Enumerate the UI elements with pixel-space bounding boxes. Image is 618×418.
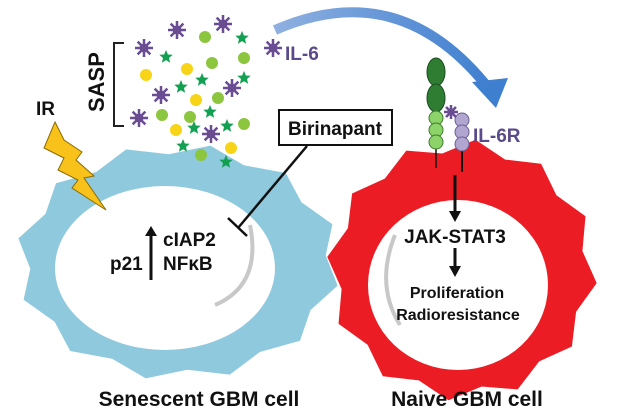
naive-nucleus <box>368 200 548 370</box>
cytokine-dot-green <box>212 92 224 104</box>
il6-transfer-arrow <box>272 7 494 94</box>
sasp-particles <box>130 15 282 168</box>
il6-particle-icon <box>264 39 282 57</box>
il6r-label: IL-6R <box>473 126 521 147</box>
cytokine-star-icon <box>235 31 249 44</box>
inhibition-line <box>237 145 308 229</box>
p21-label: p21 <box>110 254 143 275</box>
radioresistance-label: Radioresistance <box>396 307 520 324</box>
cytokine-star-icon <box>159 50 173 63</box>
cytokine-dot-yellow <box>170 124 182 136</box>
il6-label: IL-6 <box>285 44 319 65</box>
il6-particle-icon <box>130 109 148 127</box>
signal-arrowhead-1 <box>449 211 461 222</box>
cytokine-dot-green <box>156 109 168 121</box>
cytokine-star-icon <box>219 155 233 168</box>
bound-il6-icon <box>444 105 458 119</box>
il6-particle-icon <box>444 105 458 119</box>
cytokine-dot-yellow <box>225 142 237 154</box>
naive-nucleus-shadow <box>384 234 402 327</box>
sasp-bracket <box>113 42 124 127</box>
cytokine-dot-green <box>206 57 218 69</box>
senescent-nucleus <box>55 186 275 350</box>
lightning-icon <box>43 120 107 211</box>
signal-arrowhead-2 <box>449 266 461 277</box>
il6-particle-icon <box>168 21 186 39</box>
senescent-cell-caption: Senescent GBM cell <box>99 388 300 411</box>
cytokine-star-icon <box>176 139 190 152</box>
gp130-domain <box>426 57 446 87</box>
cytokine-dot-green <box>184 111 196 123</box>
il6-particle-icon <box>214 15 232 33</box>
senescent-nucleus-shadow <box>214 224 255 307</box>
proliferation-label: Proliferation <box>410 285 504 302</box>
cytokine-star-icon <box>220 119 234 132</box>
gp130-domain <box>428 134 444 150</box>
jak-stat3-label: JAK-STAT3 <box>404 227 506 248</box>
cytokine-dot-yellow <box>190 94 202 106</box>
upregulation-arrowhead <box>145 226 157 236</box>
il6-particle-icon <box>223 79 241 97</box>
cytokine-dot-yellow <box>181 63 193 75</box>
cytokine-star-icon <box>203 105 217 118</box>
cytokine-dot-green <box>238 118 250 130</box>
il6-particle-icon <box>135 39 153 57</box>
nfkb-label: NFκB <box>163 254 213 275</box>
naive-cell-caption: Naive GBM cell <box>391 388 543 411</box>
cytokine-dot-green <box>238 52 250 64</box>
cytokine-dot-yellow <box>140 69 152 81</box>
birinapant-label: Birinapant <box>288 119 383 140</box>
il6r-domain <box>454 136 470 152</box>
cytokine-star-icon <box>187 121 201 134</box>
cytokine-star-icon <box>237 71 251 84</box>
inhibition-bar <box>227 217 248 237</box>
birinapant-box <box>278 109 393 146</box>
ir-label: IR <box>36 99 55 120</box>
sasp-label: SASP <box>84 52 109 112</box>
cytokine-star-icon <box>174 80 188 93</box>
ciap2-label: cIAP2 <box>163 230 216 251</box>
cytokine-dot-green <box>199 31 211 43</box>
cytokine-dot-green <box>195 149 207 161</box>
cytokine-star-icon <box>195 73 209 86</box>
gp130-domain <box>426 83 446 113</box>
il6-particle-icon <box>202 125 220 143</box>
il6-particle-icon <box>152 86 170 104</box>
il6-transfer-arrowhead <box>472 78 508 108</box>
